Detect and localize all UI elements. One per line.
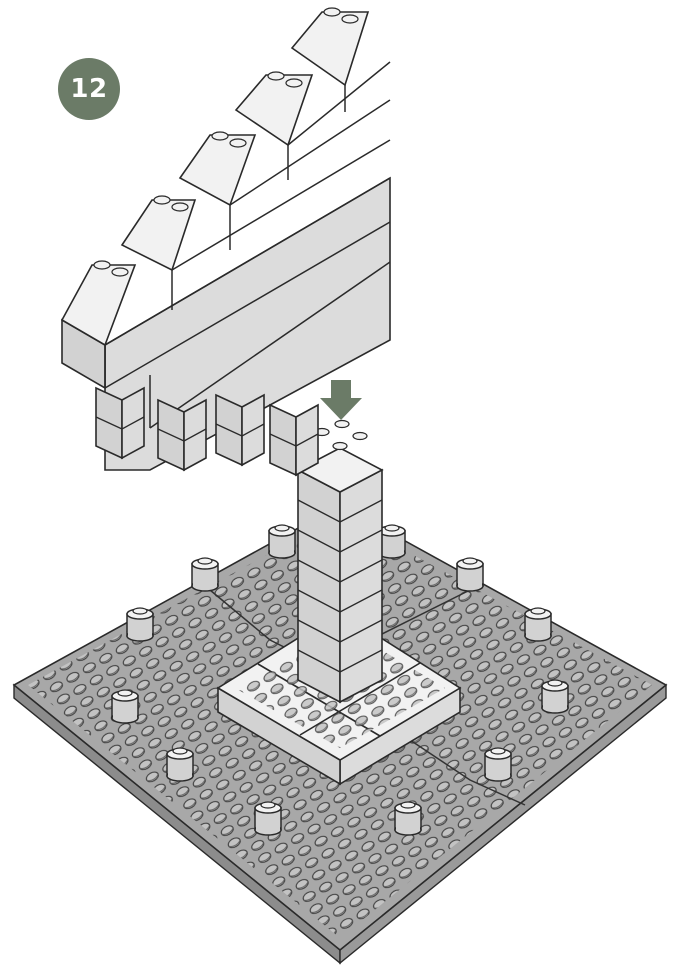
round-post bbox=[379, 525, 405, 558]
stud bbox=[94, 261, 110, 269]
stud bbox=[112, 268, 128, 276]
stud bbox=[154, 196, 170, 204]
round-post bbox=[269, 525, 295, 558]
hanging-leg bbox=[158, 400, 206, 470]
stud bbox=[333, 443, 347, 450]
round-post bbox=[525, 608, 551, 641]
stud bbox=[268, 72, 284, 80]
stud bbox=[230, 139, 246, 147]
stud bbox=[324, 8, 340, 16]
hanging-leg bbox=[270, 405, 318, 475]
round-post bbox=[167, 748, 193, 781]
stud bbox=[353, 433, 367, 440]
stud bbox=[342, 15, 358, 23]
stud bbox=[212, 132, 228, 140]
round-post bbox=[542, 680, 568, 713]
stud bbox=[286, 79, 302, 87]
round-post bbox=[457, 558, 483, 591]
round-post bbox=[255, 802, 281, 835]
down-arrow-icon bbox=[320, 380, 362, 420]
round-post bbox=[127, 608, 153, 641]
stud bbox=[172, 203, 188, 211]
hanging-leg bbox=[216, 395, 264, 465]
round-post bbox=[485, 748, 511, 781]
column-left-face bbox=[298, 470, 340, 702]
stud bbox=[335, 421, 349, 428]
step-number-badge: 12 bbox=[58, 58, 120, 120]
round-post bbox=[112, 690, 138, 723]
round-post bbox=[395, 802, 421, 835]
hanging-leg bbox=[96, 388, 144, 458]
step-number: 12 bbox=[70, 74, 107, 104]
column-right-face bbox=[340, 470, 382, 702]
round-post bbox=[192, 558, 218, 591]
